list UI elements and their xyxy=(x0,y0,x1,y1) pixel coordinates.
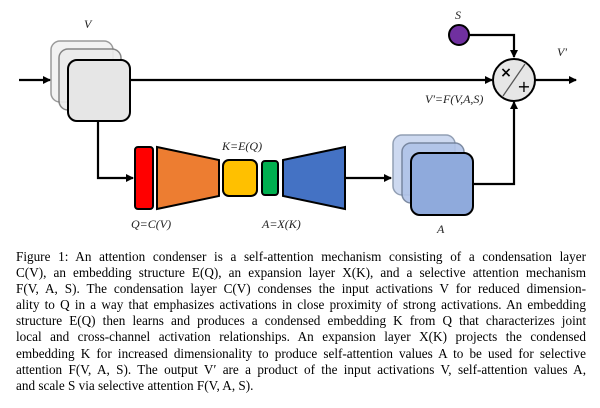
multiply-icon: × xyxy=(500,65,512,81)
scale-node xyxy=(448,24,470,46)
attention-to-operator-arrow xyxy=(473,101,518,186)
embedding-yellow-block xyxy=(222,159,258,197)
expansion-trapezoid xyxy=(282,145,346,211)
condensation-red-block xyxy=(134,146,154,210)
scale-label: S xyxy=(455,8,461,22)
add-icon: + xyxy=(517,77,530,96)
figure-caption: Figure 1: An attention condenser is a se… xyxy=(16,249,586,394)
caption-line: F(V, A, S). The condensation layer C(V) … xyxy=(16,281,586,297)
caption-line: structure E(Q) then learns and produces … xyxy=(16,313,586,329)
output-label: V' xyxy=(557,45,567,59)
attention-condenser-diagram: V Q=C(V) K=E(Q) A=X(K) A S × + V'=F(V,A,… xyxy=(19,8,577,236)
caption-line: C(V), an embedding structure E(Q), an ex… xyxy=(16,265,586,281)
embedding-label: K=E(Q) xyxy=(221,139,262,153)
expansion-label: A=X(K) xyxy=(261,217,301,231)
attention-values-stack xyxy=(392,134,474,216)
attention-values-label: A xyxy=(436,222,445,236)
embedding-green-block xyxy=(261,160,279,196)
selective-attention-operator: × + xyxy=(492,58,536,102)
caption-line: local and cross-channel activation relat… xyxy=(16,329,586,345)
caption-line: embedding K for increased dimensionality… xyxy=(16,345,586,361)
scale-to-operator-arrow xyxy=(469,33,518,58)
caption-line: Figure 1: An attention condenser is a se… xyxy=(16,249,586,264)
caption-line: and scale S via selective attention F(V,… xyxy=(16,377,254,393)
input-label: V xyxy=(84,17,93,31)
condenser-input-arrow xyxy=(96,121,134,182)
input-activations-stack xyxy=(50,40,131,122)
caption-line: ality to Q in a way that emphasizes acti… xyxy=(16,297,586,313)
condensation-label: Q=C(V) xyxy=(131,217,171,231)
caption-line: attention F(V, A, S). The output V′ are … xyxy=(16,361,586,377)
condensation-trapezoid xyxy=(156,145,220,211)
selective-attention-label: V'=F(V,A,S) xyxy=(425,92,483,106)
